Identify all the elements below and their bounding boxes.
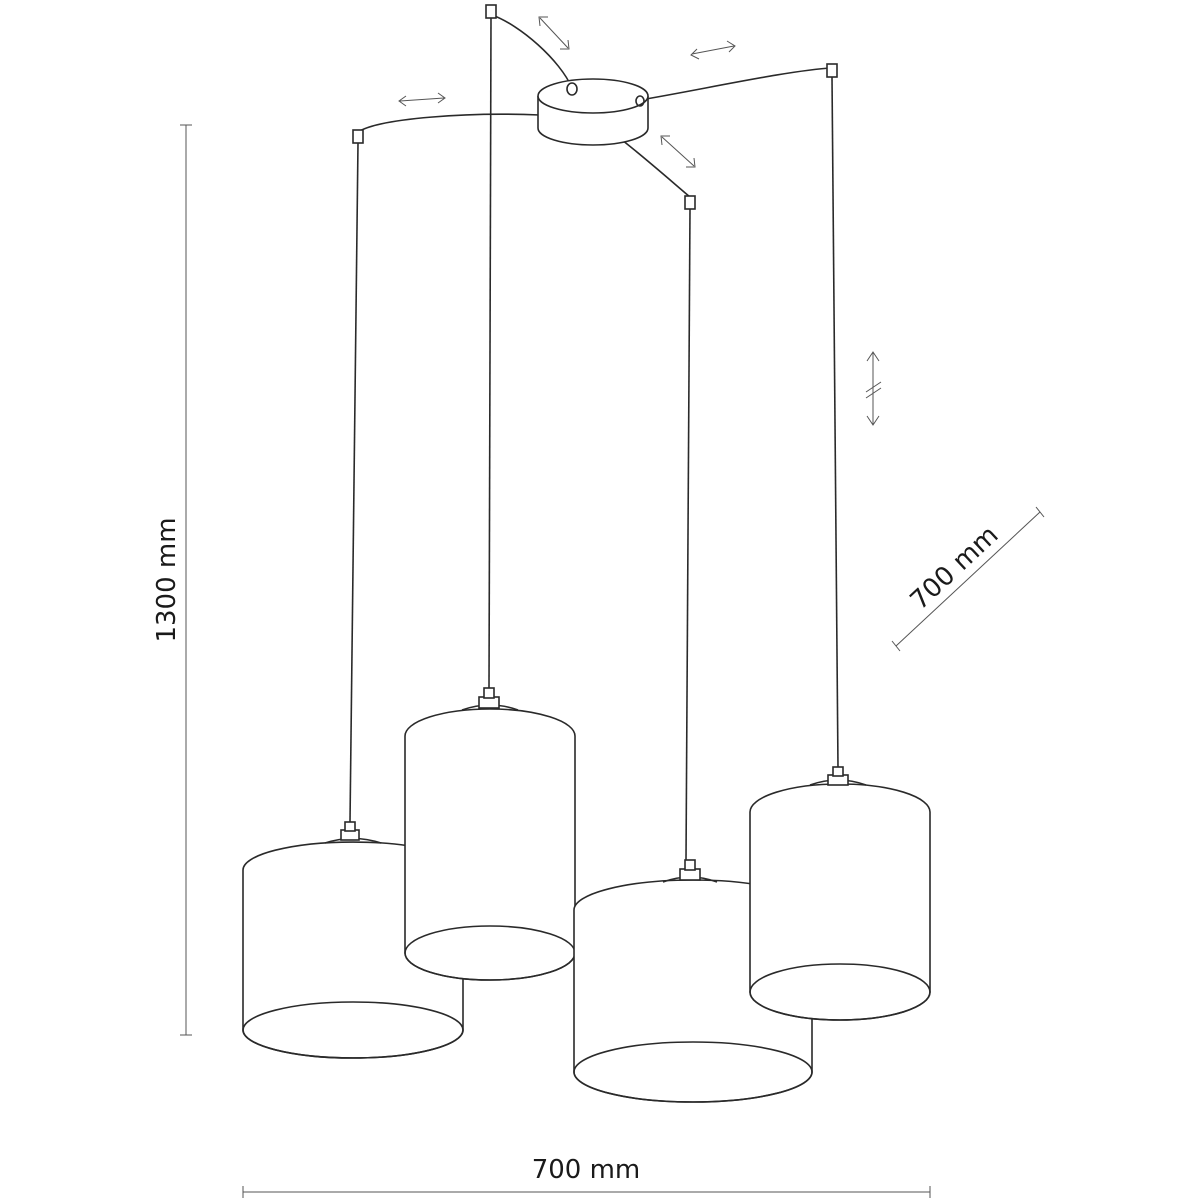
width-label: 700 mm — [532, 1155, 641, 1185]
anchor-cap — [826, 63, 838, 78]
ceiling-canopy-group — [357, 14, 833, 198]
cable — [349, 142, 359, 823]
double-arrow-icon — [398, 16, 736, 168]
lamp-shade-right — [749, 766, 931, 1021]
anchor-cap — [352, 129, 364, 144]
vertical-adjust-icon — [865, 351, 882, 426]
anchor-cap — [684, 195, 696, 210]
depth-dimension: 700 mm — [891, 506, 1045, 652]
arm-front — [621, 139, 691, 198]
arm-right — [639, 67, 833, 101]
arm-top — [491, 14, 573, 89]
cable — [831, 76, 839, 769]
cable — [488, 17, 492, 689]
canopy-top — [537, 78, 649, 114]
height-dimension: 1300 mm — [152, 124, 192, 1036]
lamp-shade-middle-left — [404, 687, 576, 981]
cable — [685, 208, 691, 861]
height-label: 1300 mm — [152, 517, 182, 642]
width-dimension: 700 mm — [242, 1155, 931, 1198]
cables — [349, 17, 839, 861]
depth-label: 700 mm — [905, 520, 1005, 616]
arm-left — [357, 113, 541, 133]
anchor-cap — [485, 4, 497, 19]
